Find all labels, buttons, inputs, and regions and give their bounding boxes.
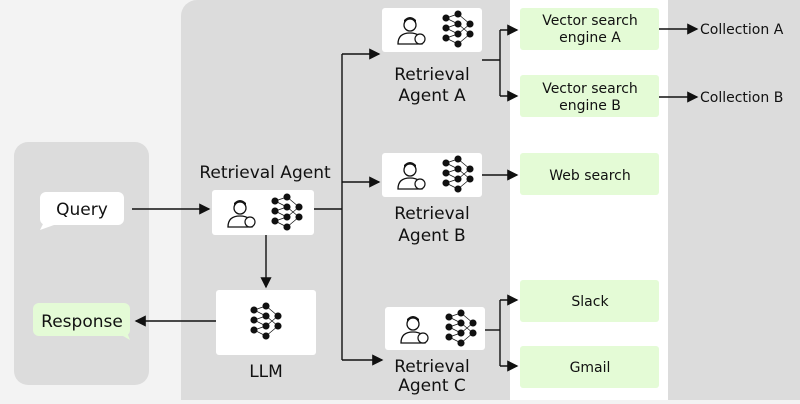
- tool-label-2: engine B: [559, 98, 621, 114]
- llm-box: [216, 290, 316, 355]
- tools-column: [510, 0, 668, 400]
- agent-b-label: Retrieval: [394, 204, 470, 224]
- agent-b-label-2: Agent B: [398, 226, 465, 246]
- main-agent-label: Retrieval Agent: [199, 163, 331, 183]
- query-bubble: Query: [40, 192, 124, 230]
- tool-label: Slack: [571, 294, 609, 310]
- collection-a-label: Collection A: [700, 22, 784, 38]
- collection-b-label: Collection B: [700, 90, 783, 106]
- tool-label: Vector search: [542, 81, 638, 97]
- response-label: Response: [41, 312, 123, 332]
- tool-label: Gmail: [570, 360, 611, 376]
- agent-c-label: Retrieval: [394, 357, 470, 377]
- llm-label: LLM: [249, 362, 283, 382]
- tool-slack: Slack: [520, 280, 659, 322]
- agent-b-box: [382, 153, 482, 197]
- query-label: Query: [56, 200, 108, 220]
- tool-gmail: Gmail: [520, 346, 659, 388]
- agent-c-box: [385, 307, 485, 350]
- connectors: [132, 23, 699, 372]
- agent-a-label: Retrieval: [394, 65, 470, 85]
- tool-vector-b: Vector search engine B: [520, 75, 659, 117]
- tool-label: Vector search: [542, 13, 638, 29]
- tool-vector-a: Vector search engine A: [520, 8, 659, 50]
- agent-c-label-2: Agent C: [398, 376, 466, 396]
- user-panel: [14, 142, 149, 385]
- response-bubble: Response: [33, 303, 130, 340]
- tool-web-search: Web search: [520, 153, 659, 195]
- main-agent-box: [212, 190, 314, 235]
- agent-a-label-2: Agent A: [398, 86, 466, 106]
- agent-a-box: [382, 8, 482, 52]
- tool-label: Web search: [549, 168, 630, 184]
- tool-label-2: engine A: [559, 30, 621, 46]
